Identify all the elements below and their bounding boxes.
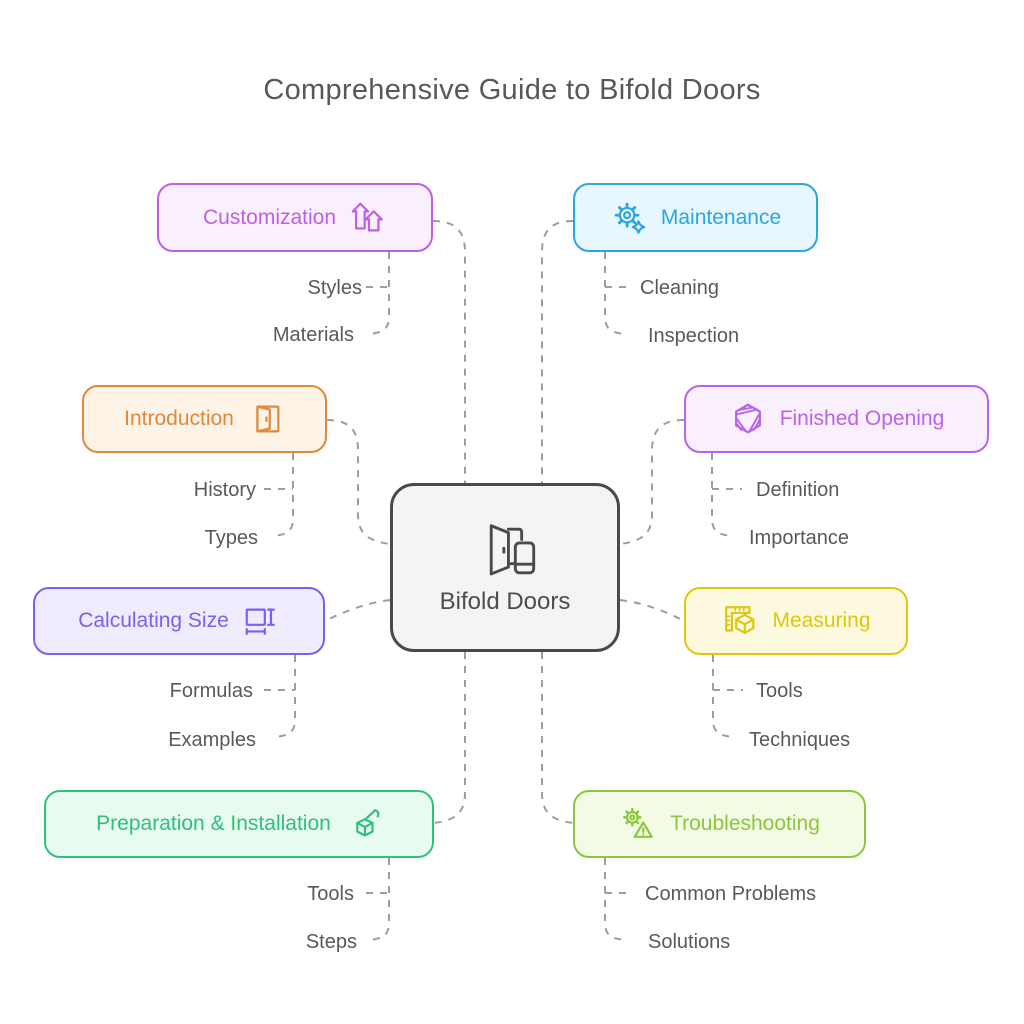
node-calculating-size[interactable]: Calculating Size [33, 587, 325, 655]
connector-customization-center [432, 220, 466, 483]
connector-introduction-center [326, 419, 391, 545]
connector-measuring-center [619, 599, 685, 622]
connector-maintenance-center [541, 220, 574, 483]
gear-sparkle-icon [614, 202, 646, 234]
node-measuring[interactable]: Measuring [684, 587, 908, 655]
subtopic-steps[interactable]: Steps [305, 931, 357, 953]
connector-calculating-center [324, 599, 391, 622]
connector-calculating-children [273, 655, 296, 738]
subtopic-solutions[interactable]: Solutions [648, 931, 731, 953]
striped-hexagon-icon [734, 403, 761, 434]
connector-introduction-children [271, 453, 294, 537]
connector-customization-children [367, 252, 390, 335]
node-maintenance[interactable]: Maintenance [573, 183, 818, 252]
gear-warning-icon [623, 808, 653, 838]
node-finished-opening-label: Finished Opening [779, 407, 945, 430]
bifold-door-icon [489, 523, 536, 575]
subtopic-tools-measuring[interactable]: Tools [756, 680, 803, 702]
node-preparation-installation[interactable]: Preparation & Installation [44, 790, 434, 858]
subtopic-formulas[interactable]: Formulas [169, 680, 253, 702]
central-node[interactable]: Bifold Doors [390, 483, 620, 652]
subtopic-common-problems[interactable]: Common Problems [645, 883, 817, 905]
node-introduction-label: Introduction [124, 407, 234, 430]
connector-finished-center [619, 419, 685, 545]
subtopic-importance[interactable]: Importance [749, 527, 850, 549]
connector-finished-children [711, 453, 734, 537]
subtopic-types[interactable]: Types [204, 527, 258, 549]
diagram-title: Comprehensive Guide to Bifold Doors [263, 74, 761, 106]
subtopic-examples[interactable]: Examples [168, 729, 256, 751]
subtopic-tools-preparation[interactable]: Tools [307, 883, 354, 905]
connector-center-troubleshooting [541, 652, 574, 824]
subtopic-materials[interactable]: Materials [272, 324, 354, 346]
node-troubleshooting-label: Troubleshooting [670, 812, 820, 835]
ruler-cube-icon [725, 606, 755, 634]
connector-troubleshooting-children [604, 858, 627, 941]
upgrade-arrows-icon [351, 202, 383, 231]
subtopic-styles[interactable]: Styles [307, 277, 362, 299]
subtopic-definition[interactable]: Definition [756, 479, 840, 501]
subtopic-history[interactable]: History [193, 479, 256, 501]
node-troubleshooting[interactable]: Troubleshooting [573, 790, 866, 858]
connector-preparation-children [367, 858, 390, 941]
node-introduction[interactable]: Introduction [82, 385, 327, 453]
connector-center-preparation [433, 652, 466, 824]
node-calculating-size-label: Calculating Size [78, 609, 229, 632]
node-customization[interactable]: Customization [157, 183, 433, 252]
node-preparation-installation-label: Preparation & Installation [96, 812, 331, 835]
node-maintenance-label: Maintenance [660, 205, 782, 229]
box-crane-icon [356, 809, 380, 837]
subtopic-techniques[interactable]: Techniques [749, 729, 851, 751]
central-node-label: Bifold Doors [439, 587, 571, 615]
dimension-icon [245, 608, 275, 635]
connector-maintenance-children [604, 252, 627, 335]
connector-measuring-children [712, 655, 735, 738]
subtopic-cleaning[interactable]: Cleaning [640, 277, 719, 299]
node-measuring-label: Measuring [772, 609, 871, 632]
node-customization-label: Customization [202, 205, 337, 229]
subtopic-inspection[interactable]: Inspection [648, 325, 740, 347]
door-icon [256, 405, 280, 433]
node-finished-opening[interactable]: Finished Opening [684, 385, 989, 453]
